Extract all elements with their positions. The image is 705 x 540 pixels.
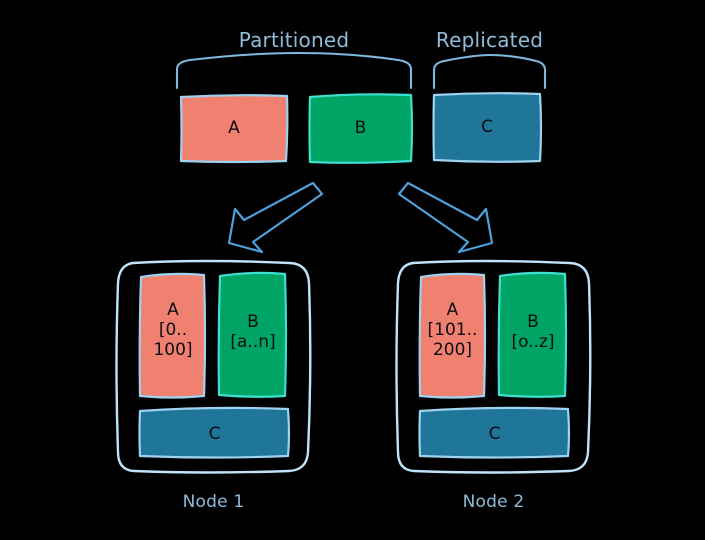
table-b-shape[interactable] <box>308 93 414 164</box>
node-1-container-shape[interactable] <box>115 259 312 474</box>
arrow-to-node-2-shape <box>397 181 494 254</box>
node-1-shard-b-label: B [a..n] <box>230 312 276 353</box>
arrow-to-node-1-shape <box>227 181 324 254</box>
table-c-label: C <box>481 117 493 137</box>
node-1-replica-c-label: C <box>208 424 221 444</box>
brace-replicated <box>432 53 547 90</box>
node-2-shard-b-shape[interactable] <box>497 271 568 398</box>
group-label-partitioned: Partitioned <box>238 28 350 52</box>
node-1-shard-b-shape[interactable] <box>217 271 288 398</box>
node-1-caption: Node 1 <box>182 492 245 512</box>
node-2-replica-c-shape[interactable] <box>418 406 571 459</box>
brace-partitioned <box>175 51 413 90</box>
node-2-caption: Node 2 <box>462 492 525 512</box>
table-c-shape[interactable] <box>432 92 543 163</box>
node-2-shard-a-shape[interactable] <box>418 272 487 399</box>
node-1-shard-a-shape[interactable] <box>138 272 207 399</box>
node-1-shard-a-label: A [0.. 100] <box>153 300 193 361</box>
table-a-label: A <box>228 118 240 138</box>
node-2-shard-a-label: A [101.. 200] <box>427 300 478 361</box>
node-2-replica-c-label: C <box>488 424 501 444</box>
table-a-shape[interactable] <box>179 94 289 164</box>
node-2-shard-b-label: B [o..z] <box>511 312 555 353</box>
node-2-container-shape[interactable] <box>395 259 592 474</box>
table-b-label: B <box>354 118 367 138</box>
node-1-replica-c-shape[interactable] <box>138 406 291 459</box>
group-label-replicated: Replicated <box>435 28 544 52</box>
